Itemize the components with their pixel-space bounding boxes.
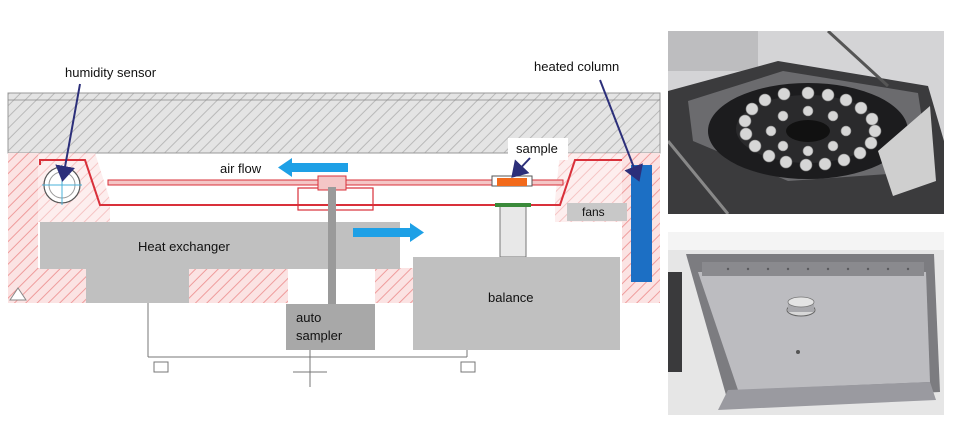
sample-pointer [511, 157, 531, 178]
support-lines [147, 303, 476, 387]
heat-exchanger-label: Heat exchanger [138, 239, 230, 254]
heat-exchanger-block [40, 222, 400, 269]
heated-column-pointer [599, 79, 643, 182]
sample-chamber-photo [668, 232, 944, 415]
sample-swatch [497, 178, 527, 186]
heat-exchanger-base [86, 269, 189, 303]
autosampler-carousel-photo [668, 31, 944, 214]
balance-label: balance [488, 290, 534, 305]
sampler-shaft [328, 187, 336, 307]
sample-label: sample [516, 141, 558, 156]
air-flow-arrow-right [353, 223, 424, 242]
humidity-sensor-label: humidity sensor [65, 65, 157, 80]
balance-stem [499, 204, 527, 258]
balance-block [413, 257, 620, 350]
air-flow-arrow-left [278, 158, 348, 177]
heated-column [631, 165, 652, 282]
fans-box [567, 203, 627, 221]
fans-label: fans [582, 205, 605, 219]
auto-sampler-label-line1: auto [296, 310, 321, 325]
air-flow-label: air flow [220, 161, 262, 176]
auto-sampler-block [286, 304, 375, 350]
humidity-sensor-pointer [55, 83, 81, 182]
inner-wall-outline [39, 159, 622, 206]
door-icon [9, 287, 27, 301]
heated-column-label: heated column [534, 59, 619, 74]
auto-sampler-label-line2: sampler [296, 328, 343, 343]
lid-insulation [7, 92, 661, 154]
